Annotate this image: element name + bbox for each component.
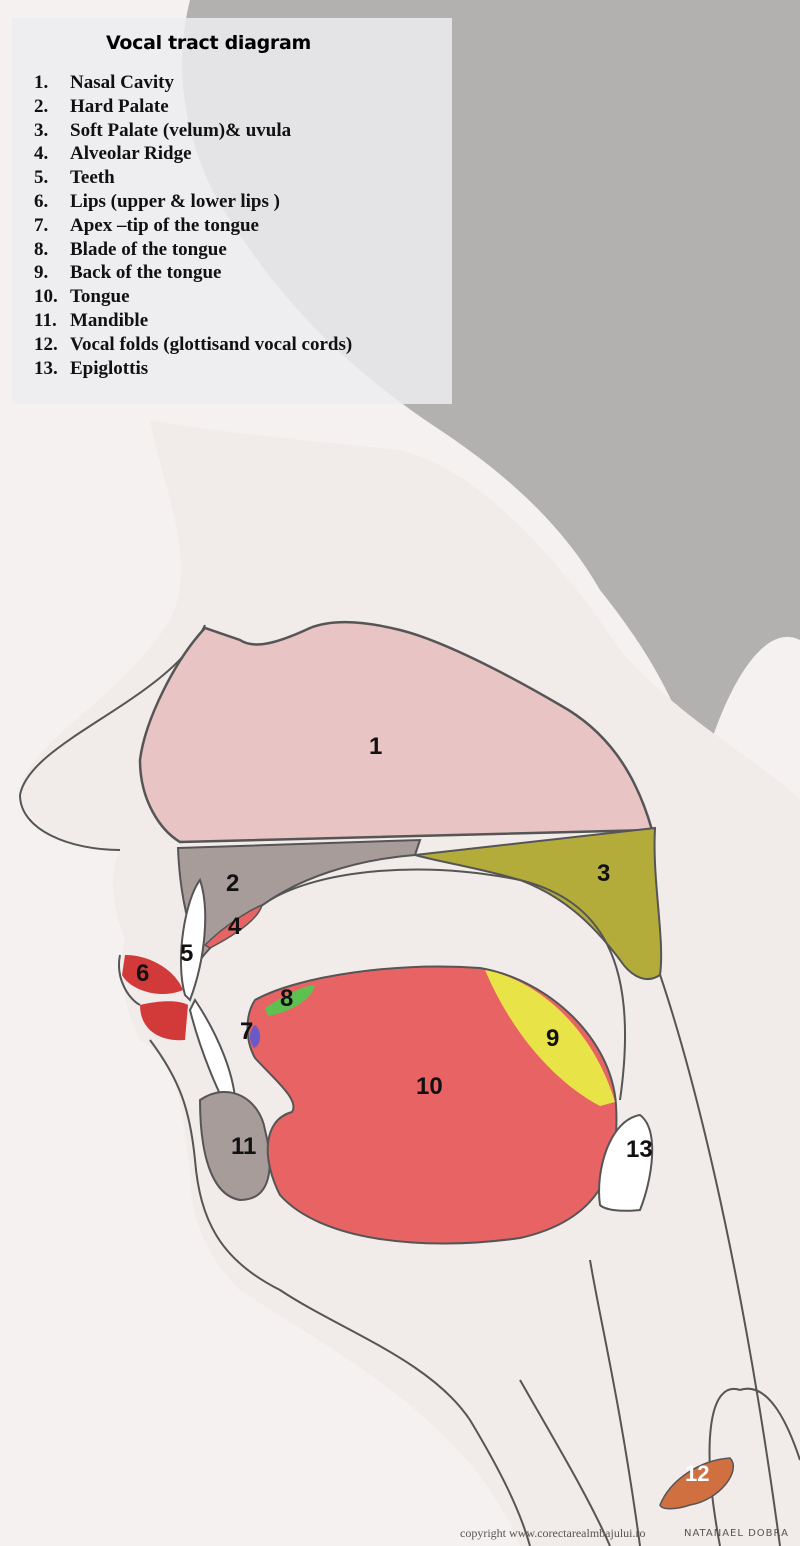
mandible — [198, 1090, 271, 1202]
legend-item: 4. Alveolar Ridge — [34, 142, 352, 166]
tongue-apex — [249, 1025, 261, 1048]
label-back: 9 — [546, 1025, 560, 1052]
legend-number: 3. — [34, 119, 49, 141]
neck-lines — [519, 959, 800, 1546]
legend-item: 1. Nasal Cavity — [34, 71, 352, 95]
tongue-blade — [265, 985, 315, 1016]
legend-item: 9. Back of the tongue — [34, 261, 352, 285]
legend-number: 7. — [34, 214, 49, 236]
lower-lip — [140, 1001, 188, 1041]
legend-item: 10. Tongue — [34, 285, 352, 309]
legend-list: 1. Nasal Cavity 2. Hard Palate 3. Soft Pala… — [34, 71, 352, 380]
legend-label: Blade of the tongue — [70, 238, 227, 260]
oral-cavity — [269, 868, 627, 1101]
label-nasal-cavity: 1 — [369, 733, 383, 760]
label-apex: 7 — [240, 1018, 254, 1045]
legend-item: 3. Soft Palate (velum)& uvula — [34, 119, 352, 143]
legend-number: 13. — [34, 357, 58, 379]
legend-label: Soft Palate (velum)& uvula — [70, 119, 292, 141]
epiglottis — [598, 1113, 654, 1212]
soft-palate — [414, 826, 663, 980]
legend-number: 11. — [34, 309, 57, 331]
legend-number: 6. — [34, 190, 49, 212]
legend-label: Epiglottis — [70, 357, 149, 379]
legend-number: 2. — [34, 95, 49, 117]
profile-outline — [18, 624, 531, 1546]
label-blade: 8 — [280, 985, 294, 1012]
legend-item: 6. Lips (upper & lower lips ) — [34, 190, 352, 214]
nasal-cavity — [138, 621, 654, 844]
legend-number: 4. — [34, 143, 49, 165]
legend-number: 9. — [34, 262, 49, 284]
label-vocal-folds: 12 — [685, 1461, 710, 1486]
tongue-back — [485, 970, 615, 1106]
legend-label: Nasal Cavity — [70, 72, 174, 93]
legend-label: Vocal folds (glottisand vocal cords) — [70, 333, 353, 355]
legend-label: Tongue — [70, 286, 130, 308]
legend-label: Back of the tongue — [70, 262, 222, 284]
legend-number: 12. — [34, 333, 58, 355]
legend-label: Hard Palate — [70, 95, 169, 117]
label-teeth: 5 — [180, 940, 194, 967]
diagram-title: Vocal tract diagram — [106, 32, 311, 54]
legend-panel: Vocal tract diagram 1. Nasal Cavity 2. Har… — [12, 18, 452, 404]
legend-label: Lips (upper & lower lips ) — [70, 190, 280, 212]
legend-item: 7. Apex –tip of the tongue — [34, 214, 352, 238]
legend-label: Teeth — [70, 167, 115, 189]
legend-label: Alveolar Ridge — [70, 143, 192, 165]
legend-item: 5. Teeth — [34, 166, 352, 190]
copyright-text: copyright www.corectarealmbajului.ro — [460, 1526, 646, 1540]
legend-item: 2. Hard Palate — [34, 95, 352, 119]
label-epiglottis: 13 — [626, 1136, 653, 1163]
legend-number: 5. — [34, 167, 49, 189]
vocal-folds — [659, 1457, 735, 1510]
legend-item: 13. Epiglottis — [34, 357, 352, 381]
label-mandible: 11 — [231, 1133, 257, 1160]
label-lips: 6 — [136, 960, 150, 987]
upper-teeth — [180, 877, 207, 1002]
label-hard-palate: 2 — [226, 870, 240, 897]
legend-number: 10. — [34, 286, 58, 308]
legend-label: Apex –tip of the tongue — [70, 214, 259, 236]
legend-item: 11. Mandible — [34, 309, 352, 333]
legend-number: 8. — [34, 238, 49, 260]
tongue — [246, 965, 618, 1245]
author-signature: NATANAEL DOBRA — [684, 1528, 789, 1539]
legend-label: Mandible — [70, 309, 149, 331]
label-soft-palate: 3 — [597, 860, 611, 887]
label-tongue: 10 — [416, 1073, 443, 1100]
legend-item: 8. Blade of the tongue — [34, 238, 352, 262]
legend-number: 1. — [34, 72, 49, 93]
alveolar-ridge — [203, 903, 264, 949]
legend-item: 12. Vocal folds (glottisand vocal cords) — [34, 333, 352, 357]
label-alveolar-ridge: 4 — [228, 913, 242, 940]
upper-lip — [122, 955, 183, 995]
